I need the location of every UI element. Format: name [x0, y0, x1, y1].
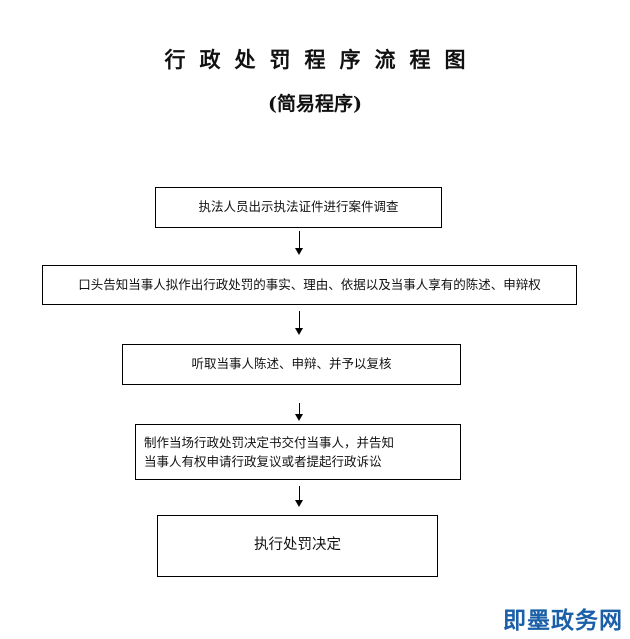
- flow-step-hearing: 听取当事人陈述、申辩、并予以复核: [122, 344, 461, 385]
- flow-step-label: 执法人员出示执法证件进行案件调查: [198, 199, 399, 215]
- diagram-subtitle: (简易程序): [268, 93, 362, 115]
- flow-step-decision-document: 制作当场行政处罚决定书交付当事人，并告知 当事人有权申请行政复议或者提起行政诉讼: [135, 424, 461, 480]
- flow-step-label: 口头告知当事人拟作出行政处罚的事实、理由、依据以及当事人享有的陈述、申辩权: [78, 276, 541, 292]
- flow-step-execute-decision: 执行处罚决定: [157, 515, 438, 577]
- flow-step-label: 听取当事人陈述、申辩、并予以复核: [191, 356, 392, 372]
- flow-step-investigation: 执法人员出示执法证件进行案件调查: [155, 187, 442, 228]
- flow-step-label-line2: 当事人有权申请行政复议或者提起行政诉讼: [144, 454, 382, 469]
- flow-arrow-down-4: [295, 486, 303, 507]
- flow-step-label: 执行处罚决定: [254, 537, 341, 554]
- flow-arrow-down-1: [295, 231, 303, 255]
- diagram-title: 行政处罚程序流程图: [164, 47, 480, 72]
- site-watermark: 即墨政务网: [503, 608, 623, 634]
- flow-arrow-down-3: [295, 403, 303, 421]
- flow-step-oral-notification: 口头告知当事人拟作出行政处罚的事实、理由、依据以及当事人享有的陈述、申辩权: [42, 265, 577, 305]
- flow-step-label-line1: 制作当场行政处罚决定书交付当事人，并告知: [144, 435, 395, 451]
- flow-step-text-stack: 制作当场行政处罚决定书交付当事人，并告知 当事人有权申请行政复议或者提起行政诉讼: [144, 434, 394, 472]
- flow-arrow-down-2: [295, 311, 303, 335]
